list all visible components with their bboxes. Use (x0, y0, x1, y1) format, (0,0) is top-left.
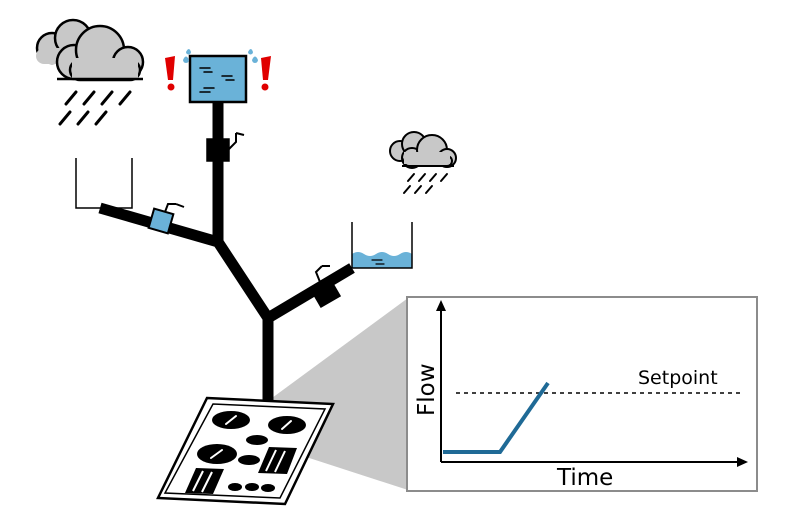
flow-curve (443, 381, 550, 454)
empty-tank (75, 158, 133, 209)
partially-filled-tank (351, 222, 413, 269)
overflowing-tank (183, 49, 258, 104)
large-rain-cloud-icon (35, 18, 145, 126)
setpoint-label: Setpoint (638, 367, 718, 389)
small-rain-cloud-icon (389, 131, 457, 194)
inset-frame (406, 296, 758, 492)
flow-axis-label: Flow (414, 363, 440, 416)
y-axis-arrow (436, 300, 446, 311)
right-valve-icon (308, 265, 342, 309)
alarm-right-icon (261, 56, 271, 91)
time-axis-label: Time (556, 465, 613, 491)
left-valve-icon (147, 203, 185, 235)
alarm-left-icon (165, 56, 175, 91)
control-panel-icon (156, 396, 335, 506)
inset-chart: Setpoint Time Flow (406, 296, 758, 492)
top-valve-icon (206, 132, 245, 162)
pipe-network (98, 100, 355, 400)
x-axis-arrow (737, 457, 748, 467)
